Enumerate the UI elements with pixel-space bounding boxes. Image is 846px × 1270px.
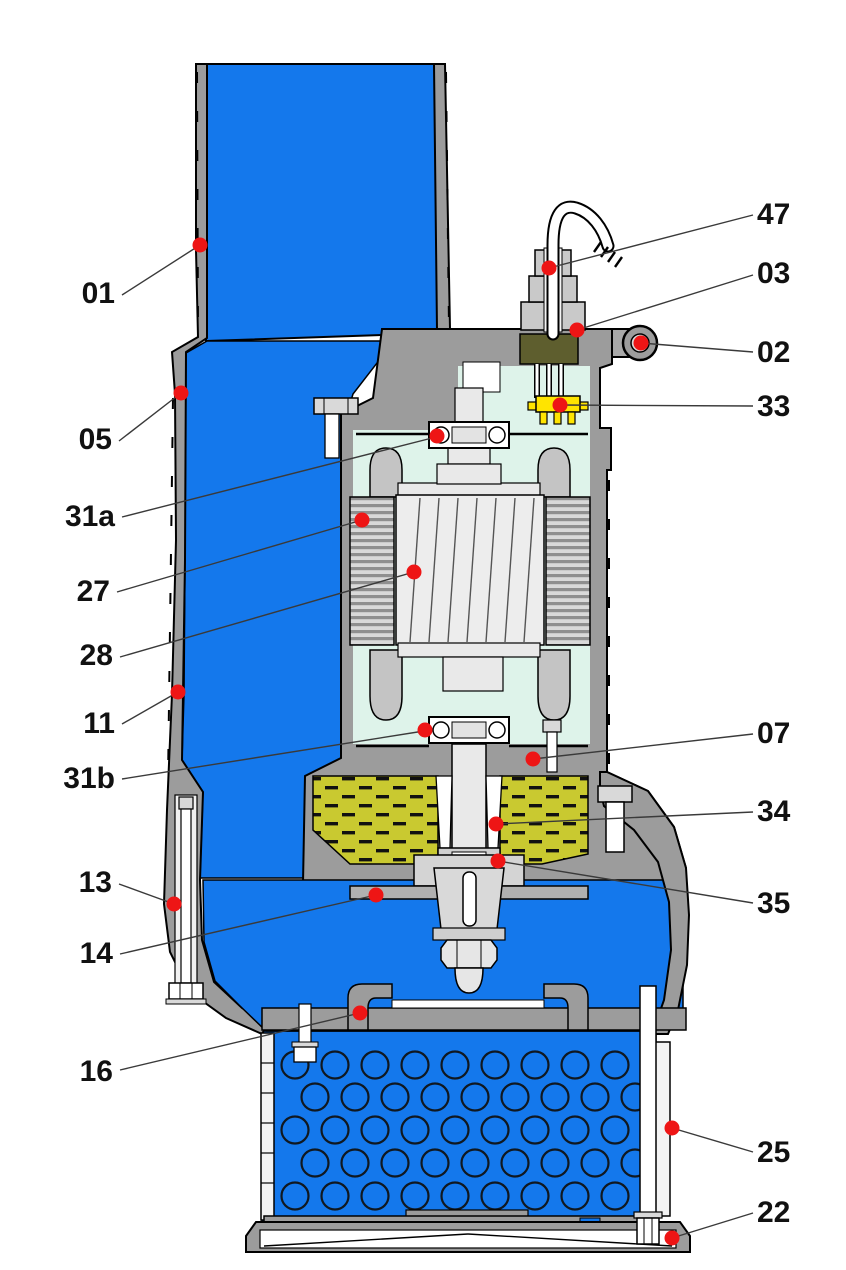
impeller-keyway-slot <box>462 871 477 927</box>
callout-label-28: 28 <box>80 639 113 672</box>
discharge-column-water <box>205 63 442 343</box>
cable-end-coil <box>593 241 623 268</box>
callout-label-13: 13 <box>79 866 112 899</box>
oil-chamber <box>312 775 633 865</box>
lower-bearing <box>428 716 510 744</box>
callout-marker-05 <box>173 385 189 401</box>
strainer-tie-rod <box>639 985 657 1217</box>
callout-label-31b: 31b <box>63 762 115 795</box>
callout-label-01: 01 <box>82 277 115 310</box>
callout-marker-14 <box>368 887 384 903</box>
callout-marker-11 <box>170 684 186 700</box>
strainer-rail-left <box>260 1032 275 1221</box>
callout-label-11: 11 <box>83 707 115 740</box>
callout-label-27: 27 <box>77 575 110 608</box>
stator-stack-right <box>545 496 591 646</box>
leader-line-03 <box>576 274 754 331</box>
callout-marker-13 <box>166 896 182 912</box>
callout-marker-07 <box>525 751 541 767</box>
leader-line-13 <box>118 883 175 905</box>
callout-marker-01 <box>192 237 208 253</box>
impeller-nut <box>440 939 498 969</box>
callout-marker-28 <box>406 564 422 580</box>
callout-marker-25 <box>664 1120 680 1136</box>
leader-line-28 <box>119 571 415 658</box>
callout-label-02: 02 <box>757 336 790 369</box>
leader-line-33 <box>559 404 754 407</box>
base-assembly <box>245 1209 691 1253</box>
oil-left <box>312 775 439 865</box>
casing-tie-bolt <box>165 794 207 1005</box>
leader-line-22 <box>671 1212 754 1239</box>
leader-line-31a <box>121 436 437 518</box>
callout-label-07: 07 <box>757 717 790 750</box>
leader-line-02 <box>640 342 754 353</box>
callout-label-47: 47 <box>757 198 790 231</box>
wear-ring-gap <box>391 999 545 1009</box>
callout-marker-22 <box>664 1230 680 1246</box>
callout-marker-16 <box>352 1005 368 1021</box>
shaft-end-cap <box>454 967 484 994</box>
winding-end-bottom-right <box>537 649 571 721</box>
leader-line-07 <box>532 733 754 760</box>
callout-marker-27 <box>354 512 370 528</box>
callout-marker-31a <box>429 428 445 444</box>
callout-label-31a: 31a <box>65 500 115 533</box>
section-dashes <box>167 71 610 783</box>
callout-label-22: 22 <box>757 1196 790 1229</box>
rotor-bottom-plate <box>397 642 541 658</box>
motor-leads <box>534 364 564 398</box>
tie-rod-nut <box>633 1211 663 1245</box>
callout-marker-31b <box>417 722 433 738</box>
leader-line-27 <box>116 519 363 593</box>
leader-line-14 <box>119 894 377 955</box>
callout-label-16: 16 <box>80 1055 113 1088</box>
callout-marker-33 <box>552 397 568 413</box>
fasteners <box>165 397 359 1063</box>
winding-end-top-left <box>369 447 403 498</box>
water-blue-regions <box>181 63 657 1223</box>
callout-layer: 01 05 31a 27 28 11 31b 13 14 16 47 03 02 33 07 34 35 25 22 <box>63 198 791 1246</box>
leader-line-47 <box>548 214 754 269</box>
callout-marker-47 <box>541 260 557 276</box>
leader-line-05 <box>118 392 182 442</box>
callout-label-35: 35 <box>757 887 790 920</box>
strainer-water <box>261 1030 657 1223</box>
callout-label-25: 25 <box>757 1136 790 1169</box>
callout-marker-03 <box>569 322 585 338</box>
volute-casing-right <box>599 771 691 1035</box>
leader-line-35 <box>497 860 754 904</box>
leader-line-11 <box>121 691 179 725</box>
callout-label-03: 03 <box>757 257 790 290</box>
callout-label-33: 33 <box>757 390 790 423</box>
strainer-basket <box>260 985 671 1221</box>
callout-label-05: 05 <box>79 423 112 456</box>
impeller-assembly <box>349 854 589 994</box>
leader-line-31b <box>121 730 425 780</box>
power-cable <box>546 200 623 341</box>
leader-line-25 <box>671 1127 754 1153</box>
callout-marker-34 <box>488 816 504 832</box>
callout-label-34: 34 <box>757 795 791 828</box>
callout-label-14: 14 <box>80 937 114 970</box>
shaft-upper-stub <box>454 387 484 425</box>
winding-end-top-right <box>537 447 571 498</box>
leader-line-16 <box>119 1012 361 1071</box>
callout-marker-35 <box>490 853 506 869</box>
motor-cover-bolt <box>313 397 359 459</box>
seal-housing-bolt <box>542 719 562 773</box>
leader-line-01 <box>121 244 201 296</box>
callout-marker-02 <box>633 335 649 351</box>
leader-line-34 <box>495 811 754 825</box>
winding-end-bottom-left <box>369 649 403 721</box>
oil-fill-plug <box>597 785 633 853</box>
